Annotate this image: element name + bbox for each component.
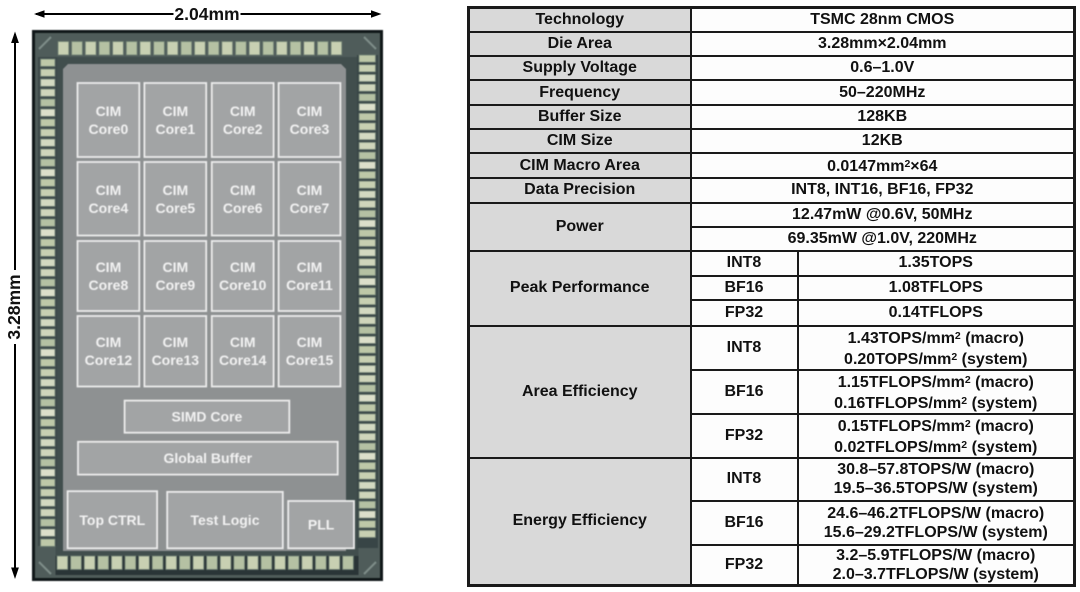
svg-text:CIM: CIM — [162, 259, 188, 275]
svg-text:Core8: Core8 — [89, 277, 129, 293]
svg-text:CIM: CIM — [96, 259, 122, 275]
svg-text:Core2: Core2 — [223, 121, 263, 137]
svg-text:CIM: CIM — [162, 334, 188, 350]
svg-text:Core3: Core3 — [290, 121, 330, 137]
svg-text:CIM: CIM — [96, 334, 122, 350]
svg-text:Global Buffer: Global Buffer — [163, 450, 252, 466]
svg-text:CIM: CIM — [297, 182, 323, 198]
svg-text:CIM: CIM — [230, 259, 256, 275]
svg-text:Core11: Core11 — [286, 277, 333, 293]
svg-text:3.28mm: 3.28mm — [4, 274, 24, 339]
svg-text:CIM: CIM — [230, 182, 256, 198]
svg-text:CIM: CIM — [162, 182, 188, 198]
svg-text:Test Logic: Test Logic — [191, 512, 260, 528]
svg-text:PLL: PLL — [308, 517, 335, 533]
svg-text:Core14: Core14 — [219, 352, 267, 368]
svg-text:CIM: CIM — [230, 103, 256, 119]
svg-text:SIMD Core: SIMD Core — [172, 409, 243, 425]
svg-text:Core6: Core6 — [223, 200, 263, 216]
svg-text:Core10: Core10 — [219, 277, 267, 293]
svg-text:Core0: Core0 — [89, 121, 129, 137]
svg-text:CIM: CIM — [162, 103, 188, 119]
svg-text:Core13: Core13 — [152, 352, 200, 368]
svg-text:Core5: Core5 — [155, 200, 195, 216]
svg-text:CIM: CIM — [297, 103, 323, 119]
svg-text:Core9: Core9 — [155, 277, 195, 293]
svg-text:Core12: Core12 — [85, 352, 133, 368]
svg-text:CIM: CIM — [297, 334, 323, 350]
svg-text:CIM: CIM — [96, 103, 122, 119]
svg-text:Core15: Core15 — [286, 352, 334, 368]
svg-text:2.04mm: 2.04mm — [174, 4, 239, 24]
svg-text:Core1: Core1 — [155, 121, 195, 137]
svg-text:CIM: CIM — [230, 334, 256, 350]
svg-text:CIM: CIM — [96, 182, 122, 198]
svg-text:Core4: Core4 — [89, 200, 129, 216]
svg-text:CIM: CIM — [297, 259, 323, 275]
svg-text:Core7: Core7 — [290, 200, 330, 216]
svg-text:Top CTRL: Top CTRL — [79, 512, 145, 528]
